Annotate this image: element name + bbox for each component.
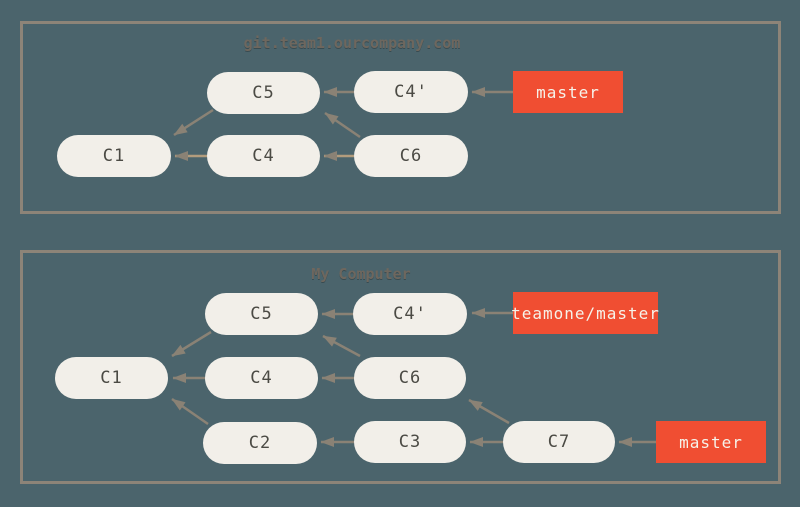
- commit-node-remote-c1: C1: [57, 135, 171, 177]
- commit-node-local-c2: C2: [203, 422, 317, 464]
- commit-node-local-c4: C4: [205, 357, 318, 399]
- panel-title-local: My Computer: [311, 265, 411, 283]
- commit-node-remote-c4: C4: [207, 135, 320, 177]
- commit-node-local-c5: C5: [205, 293, 318, 335]
- panel-title-remote: git.team1.ourcompany.com: [243, 34, 461, 52]
- commit-node-local-c6: C6: [354, 357, 466, 399]
- branch-label-local-master: master: [656, 421, 766, 463]
- commit-node-remote-c6: C6: [354, 135, 468, 177]
- commit-node-local-c7: C7: [503, 421, 615, 463]
- commit-node-local-c3: C3: [354, 421, 466, 463]
- panel-remote-server: git.team1.ourcompany.com: [20, 21, 781, 214]
- commit-node-local-c1: C1: [55, 357, 168, 399]
- branch-label-remote-master: master: [513, 71, 623, 113]
- commit-node-local-c4p: C4': [353, 293, 467, 335]
- panel-local-computer: My Computer: [20, 250, 781, 484]
- commit-node-remote-c5: C5: [207, 72, 320, 114]
- branch-label-local-teamone-master: teamone/master: [511, 292, 659, 334]
- commit-node-remote-c4p: C4': [354, 71, 468, 113]
